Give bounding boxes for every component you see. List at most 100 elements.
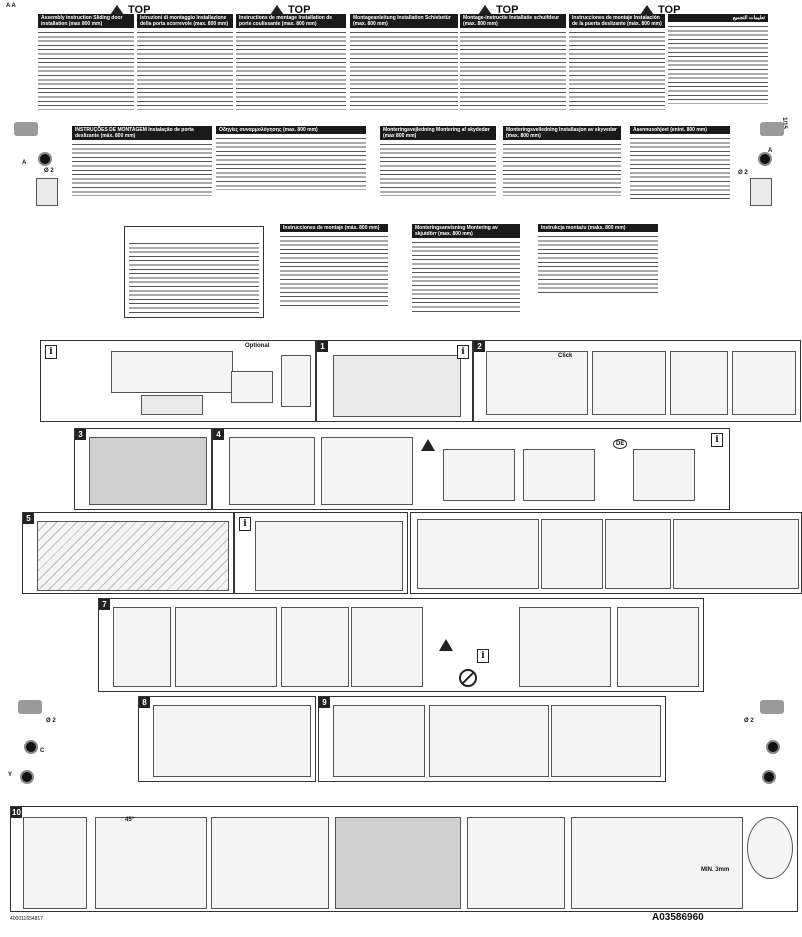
corner-mark-top-left: A A xyxy=(6,3,16,9)
top-mark-2: TOP xyxy=(270,0,310,20)
target-icon-right-y xyxy=(762,770,776,784)
label-a-right: A xyxy=(768,148,773,154)
footer-left-code: 400011654817 xyxy=(10,916,43,922)
step-5-panel: 5 xyxy=(22,512,234,594)
section-de-title: Montageanleitung Installation Schiebetür… xyxy=(350,14,458,28)
step-1-number: 1 xyxy=(317,341,328,352)
section-dk: Monteringsvejledning Montering af skyded… xyxy=(380,126,496,206)
info-icon-step-7: i xyxy=(477,649,489,663)
section-nl-title: Montage-instructie Installatie schuifdeu… xyxy=(460,14,566,28)
label-dim-left: Ø 2 xyxy=(44,168,54,174)
step-10-number: 10 xyxy=(11,807,22,818)
step-4-number: 4 xyxy=(213,429,224,440)
optional-label: Optional xyxy=(245,343,270,349)
target-icon-right-a xyxy=(758,152,772,166)
top-mark-4: TOP xyxy=(640,0,680,20)
section-fr: Instructions de montage Installation de … xyxy=(236,14,346,124)
step-2-figure-b xyxy=(592,351,666,415)
section-fi: Asennusohjeet (enint. 800 mm) xyxy=(630,126,730,216)
step-5-figure xyxy=(37,521,229,591)
section-pt-title: INSTRUÇÕES DE MONTAGEM Instalação de por… xyxy=(72,126,212,140)
step-2-number: 2 xyxy=(474,341,485,352)
section-es2-title: Instrucciones de montaje (máx. 800 mm) xyxy=(280,224,388,232)
step-2-figure-a xyxy=(486,351,588,415)
section-en-title: Assembly instruction Sliding door instal… xyxy=(38,14,134,28)
section-fr-title: Instructions de montage Installation de … xyxy=(236,14,346,28)
wood-section-right xyxy=(750,178,772,206)
step-1-panel: 1 i xyxy=(316,340,473,422)
info-icon-parts: i xyxy=(45,345,57,359)
section-pt-text xyxy=(72,142,212,196)
section-no: Monteringsveiledning Installasjon av sky… xyxy=(503,126,621,206)
warning-box xyxy=(124,226,264,318)
step-7-figure-c xyxy=(281,607,349,687)
section-it-title: Istruzioni di montaggio Installazione de… xyxy=(137,14,233,28)
step-7-number: 7 xyxy=(99,599,110,610)
step-2-panel: 2 Click xyxy=(473,340,801,422)
section-de-text xyxy=(350,30,458,110)
label-dim-left-2: Ø 2 xyxy=(46,718,56,724)
de-label: DE xyxy=(613,439,628,449)
step-8-panel: 8 xyxy=(138,696,316,782)
template-figure xyxy=(141,395,203,415)
info-icon-step-1: i xyxy=(457,345,469,359)
section-en: Assembly instruction Sliding door instal… xyxy=(38,14,134,124)
step-3-number: 3 xyxy=(75,429,86,440)
section-es2-text xyxy=(280,234,388,308)
section-es-title: Instrucciones de montaje Instalación de … xyxy=(569,14,665,28)
step-7-figure-f xyxy=(617,607,699,687)
section-en-text xyxy=(38,30,134,110)
step-10-panel: 10 45° MIN. 3mm xyxy=(10,806,798,912)
step-5-detail-panel: i xyxy=(234,512,408,594)
step-4-panel: 4 DE i xyxy=(212,428,730,510)
label-dim-right-2: Ø 2 xyxy=(744,718,754,724)
step-6-figure-c xyxy=(605,519,671,589)
label-c-left: C xyxy=(40,748,45,754)
step-5-number: 5 xyxy=(23,513,34,524)
section-ar-title: تعليمات التجميع xyxy=(668,14,768,22)
step-6-figure-d xyxy=(673,519,799,589)
step-7-figure-e xyxy=(519,607,611,687)
parts-panel: i Optional xyxy=(40,340,316,422)
target-icon-right-b xyxy=(766,740,780,754)
section-pt: INSTRUÇÕES DE MONTAGEM Instalação de por… xyxy=(72,126,212,206)
section-pl: Instrukcja montażu (maks. 800 mm) xyxy=(538,224,658,320)
step-8-number: 8 xyxy=(139,697,150,708)
step-4-figure-e xyxy=(633,449,695,501)
label-a-left: A xyxy=(22,160,27,166)
step-9-number: 9 xyxy=(319,697,330,708)
section-nl-text xyxy=(460,30,566,110)
section-fi-text xyxy=(630,136,730,200)
section-ar-text xyxy=(668,24,768,104)
section-pl-title: Instrukcja montażu (maks. 800 mm) xyxy=(538,224,658,232)
section-ar: تعليمات التجميع xyxy=(668,14,768,124)
step-2-figure-d xyxy=(732,351,796,415)
warning-icon-step-7 xyxy=(439,639,453,651)
section-no-text xyxy=(503,142,621,196)
section-fr-text xyxy=(236,30,346,110)
step-6-figure-a xyxy=(417,519,539,589)
drill-icon-right-2 xyxy=(760,700,784,714)
step-9-figure-c xyxy=(551,705,661,777)
section-it-text xyxy=(137,30,233,110)
min-3mm-label: MIN. 3mm xyxy=(701,867,730,873)
top-mark-3: TOP xyxy=(478,0,518,20)
section-es-text xyxy=(569,30,665,110)
section-se-text xyxy=(412,240,520,314)
step-4-figure-c xyxy=(443,449,515,501)
no-icon-step-7 xyxy=(459,669,477,687)
step-1-figure xyxy=(333,355,461,417)
step-5-detail-figure xyxy=(255,521,403,591)
section-no-title: Monteringsveiledning Installasjon av sky… xyxy=(503,126,621,140)
label-dim-right: Ø 2 xyxy=(738,170,748,176)
step-9-panel: 9 xyxy=(318,696,666,782)
section-gr-text xyxy=(216,136,366,190)
step-6-figure-b xyxy=(541,519,603,589)
target-icon-left-a xyxy=(38,152,52,166)
top-mark-1: TOP xyxy=(110,0,150,20)
info-icon-step-4: i xyxy=(711,433,723,447)
section-se: Monteringsanvisning Montering av skjutdö… xyxy=(412,224,520,320)
step-7-figure-d xyxy=(351,607,423,687)
step-7-panel: 7 i xyxy=(98,598,704,692)
step-3-panel: 3 xyxy=(74,428,212,510)
